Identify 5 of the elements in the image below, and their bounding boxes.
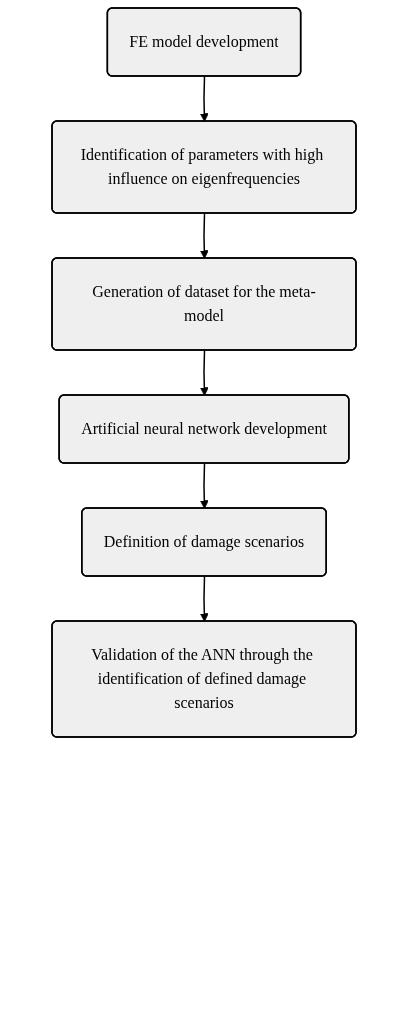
arrow [199,75,209,122]
arrow [199,575,209,622]
arrow [199,212,209,259]
arrow [199,349,209,396]
arrow [199,462,209,509]
